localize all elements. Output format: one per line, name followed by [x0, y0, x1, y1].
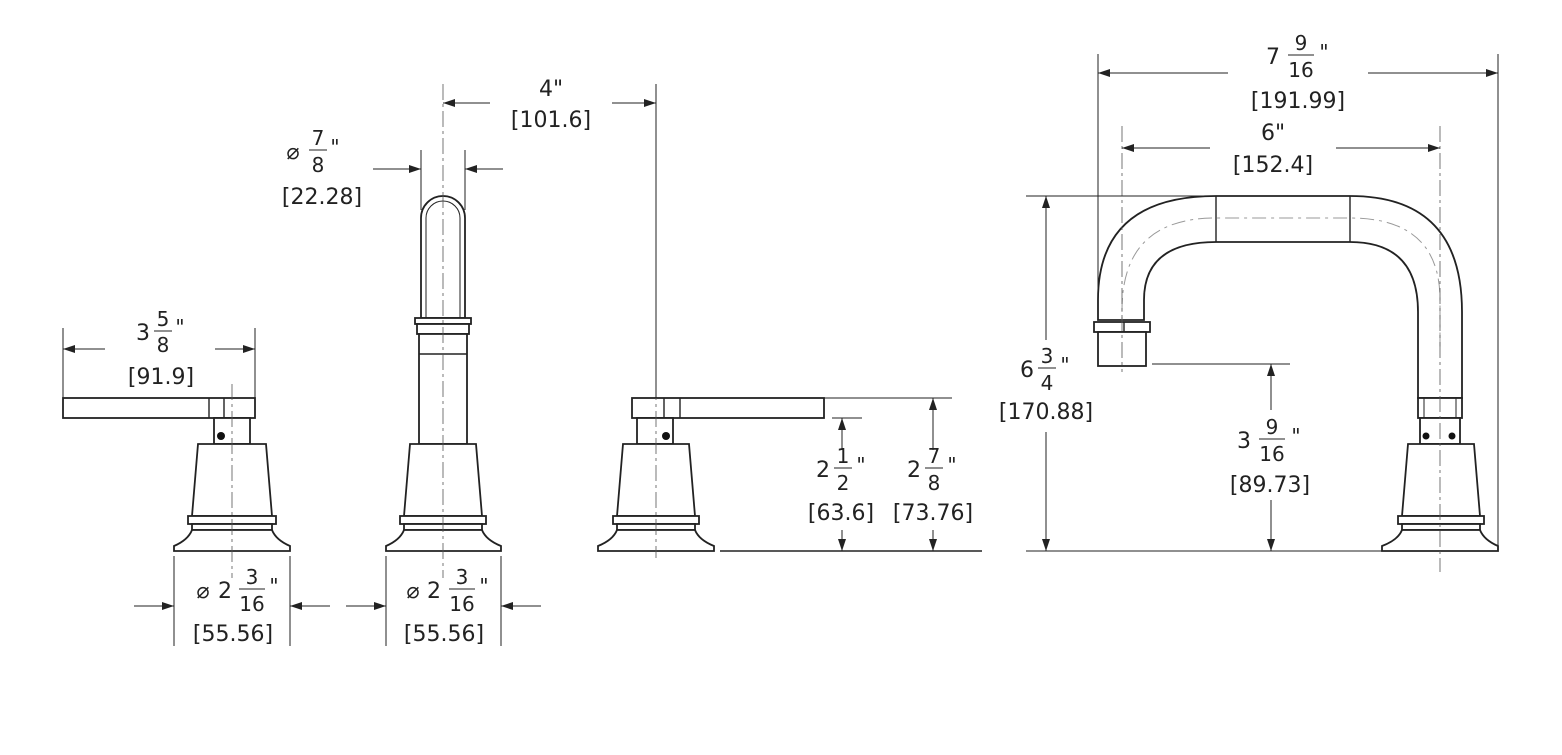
- dim-metric: [22.28]: [282, 185, 362, 210]
- dim-spout-offset: 4" [101.6]: [511, 77, 591, 133]
- spout-base: [403, 443, 483, 517]
- dim-whole: 2: [427, 579, 441, 604]
- dim-metric: [191.99]: [1251, 89, 1345, 114]
- dim-numerator: 7: [928, 444, 941, 468]
- dim-metric: [152.4]: [1233, 153, 1313, 178]
- dim-unit: ": [479, 574, 488, 598]
- dim-denominator: 16: [1288, 58, 1313, 82]
- dim-denominator: 16: [1259, 442, 1284, 466]
- spout-front-view: [385, 84, 502, 578]
- dim-denominator: 16: [449, 592, 474, 616]
- diameter-symbol: ⌀: [196, 579, 209, 604]
- dim-whole: 3: [1237, 429, 1251, 454]
- dim-metric: [101.6]: [511, 108, 591, 133]
- dim-metric: [73.76]: [893, 501, 973, 526]
- dim-metric: [63.6]: [808, 501, 874, 526]
- dim-handle-top-height: 2 7 8 " [73.76]: [893, 444, 973, 526]
- dim-unit: ": [330, 135, 339, 159]
- spout-arc: [1097, 195, 1463, 399]
- dim-denominator: 8: [312, 153, 325, 177]
- dim-overall-height: 6 3 4 " [170.88]: [999, 344, 1093, 425]
- dim-unit: ": [1291, 424, 1300, 448]
- dim-spout-diameter: ⌀ 7 8 " [22.28]: [282, 126, 362, 210]
- dim-unit: ": [175, 315, 184, 339]
- lever-arm: [62, 397, 256, 419]
- dim-denominator: 16: [239, 592, 264, 616]
- lever-arm-right: [631, 397, 825, 419]
- spout-side-view: [1093, 126, 1499, 572]
- dim-numerator: 1: [837, 444, 850, 468]
- dim-numerator: 9: [1295, 31, 1308, 55]
- dim-metric: [170.88]: [999, 400, 1093, 425]
- dimension-lines: [62, 54, 1499, 646]
- dim-handle-base-diameter: ⌀ 2 3 16 " [55.56]: [193, 565, 279, 647]
- dim-metric: [55.56]: [404, 622, 484, 647]
- dim-whole: 2: [816, 458, 830, 483]
- dim-numerator: 3: [456, 565, 469, 589]
- dim-handle-height: 2 1 2 " [63.6]: [808, 444, 874, 526]
- dim-numerator: 9: [1266, 415, 1279, 439]
- dim-unit: ": [856, 453, 865, 477]
- dim-handle-length: 3 5 8 " [91.9]: [128, 307, 194, 390]
- dim-whole: 3: [136, 321, 150, 346]
- dim-unit: ": [1060, 353, 1069, 377]
- dim-spout-base-diameter: ⌀ 2 3 16 " [55.56]: [404, 565, 489, 647]
- dim-unit: ": [269, 574, 278, 598]
- handle-side-view: [62, 384, 291, 578]
- dim-whole: 6": [1261, 121, 1285, 146]
- dim-denominator: 8: [928, 471, 941, 495]
- handle-front-view: [597, 384, 825, 558]
- dim-numerator: 3: [1041, 344, 1054, 368]
- diameter-symbol: ⌀: [286, 140, 299, 165]
- dim-spout-clearance: 3 9 16 " [89.73]: [1230, 415, 1310, 498]
- dim-whole: 4": [539, 77, 563, 102]
- dim-metric: [55.56]: [193, 622, 273, 647]
- dim-unit: ": [1319, 40, 1328, 64]
- dim-numerator: 3: [246, 565, 259, 589]
- dim-overall-width: 7 9 16 " [191.99]: [1251, 31, 1345, 114]
- dim-denominator: 8: [157, 333, 170, 357]
- dim-metric: [89.73]: [1230, 473, 1310, 498]
- dim-whole: 2: [218, 579, 232, 604]
- dim-whole: 6: [1020, 358, 1034, 383]
- dim-unit: ": [947, 453, 956, 477]
- dim-numerator: 5: [157, 307, 170, 331]
- dim-whole: 2: [907, 458, 921, 483]
- diameter-symbol: ⌀: [406, 579, 419, 604]
- dim-denominator: 2: [837, 471, 850, 495]
- dim-denominator: 4: [1041, 371, 1054, 395]
- dim-whole: 7: [1266, 45, 1280, 70]
- dim-spout-reach: 6" [152.4]: [1233, 121, 1313, 178]
- dim-numerator: 7: [312, 126, 325, 150]
- dim-metric: [91.9]: [128, 365, 194, 390]
